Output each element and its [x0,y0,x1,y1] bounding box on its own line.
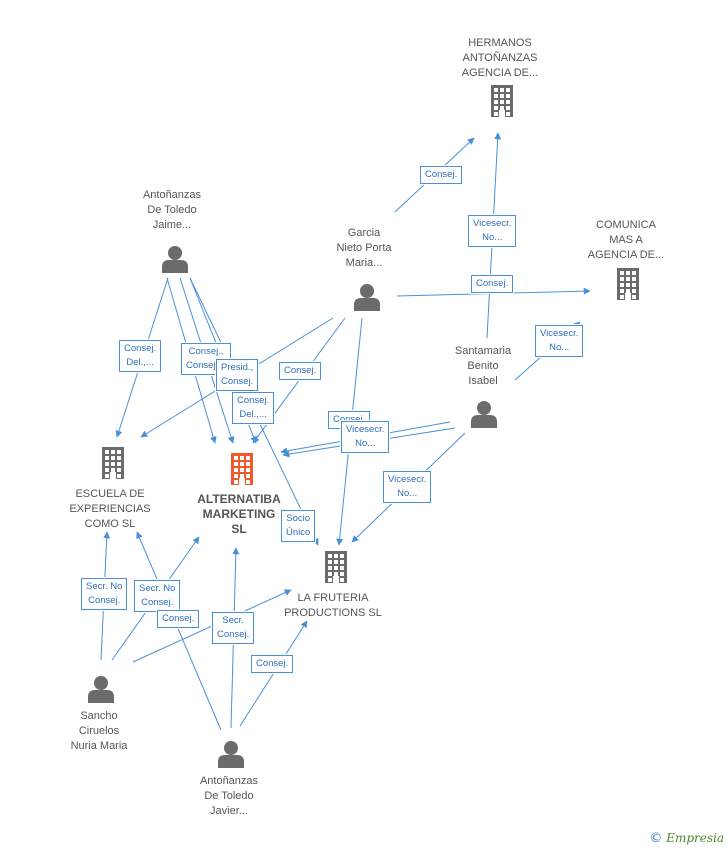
edge-label-santamaria-to-comunica[interactable]: Vicesecr. No... [535,325,584,357]
node-label: Antoñanzas De Toledo Jaime... [142,189,202,231]
edge-label-sancho-to-alternatiba[interactable]: Secr. No Consej. [134,580,181,612]
node-label: ESCUELA DE EXPERIENCIAS COMO SL [69,488,151,530]
jaime-person-icon[interactable] [162,246,188,273]
edge-label-javier-to-fruteria[interactable]: Consej. [251,655,294,673]
escuela-building-icon[interactable] [102,447,124,479]
node-label: LA FRUTERIA PRODUCTIONS SL [284,592,382,619]
edge-label-javier-to-escuela[interactable]: Secr. Consej. [212,612,255,644]
edge-label-santamaria-to-hermanos[interactable]: Vicesecr. No... [468,215,517,247]
node-escuela[interactable]: ESCUELA DE EXPERIENCIAS COMO SL [55,487,165,532]
fruteria-building-icon[interactable] [325,551,347,583]
hermanos-building-icon[interactable] [491,85,513,117]
edge-javier-to-fruteria [239,620,308,727]
node-sancho[interactable]: Sancho Ciruelos Nuria Maria [44,709,154,754]
empresia-credit: © Empresia [649,831,724,846]
node-label: Garcia Nieto Porta Maria... [336,227,392,269]
edge-label-santamaria-to-fruteria[interactable]: Vicesecr. No... [383,471,432,503]
javier-person-icon[interactable] [218,741,244,768]
edge-label-sancho-to-fruteria[interactable]: Consej. [157,610,200,628]
edge-label-jaime-to-fruteria[interactable]: Socio Único [281,510,316,542]
garcia-person-icon[interactable] [354,284,380,311]
node-label: HERMANOS ANTOÑANZAS AGENCIA DE... [461,37,539,79]
node-label: Sancho Ciruelos Nuria Maria [70,710,128,752]
edge-label-santamaria-to-alternatiba[interactable]: Vicesecr. No... [341,421,390,453]
sancho-person-icon[interactable] [88,676,114,703]
copyright-symbol: © [649,831,663,846]
node-garcia[interactable]: Garcia Nieto Porta Maria... [314,226,414,271]
edge-javier-to-escuela [136,531,222,731]
node-jaime[interactable]: Antoñanzas De Toledo Jaime... [122,188,222,233]
node-label: Antoñanzas De Toledo Javier... [199,775,259,817]
node-label: COMUNICA MAS A AGENCIA DE... [587,219,665,261]
santamaria-person-icon[interactable] [471,401,497,428]
brand-name: Empresia [666,831,724,845]
node-hermanos[interactable]: HERMANOS ANTOÑANZAS AGENCIA DE... [445,36,555,81]
comunica-building-icon[interactable] [617,268,639,300]
node-javier[interactable]: Antoñanzas De Toledo Javier... [179,774,279,819]
node-label: Santamaria Benito Isabel [454,345,512,387]
edge-label-garcia-to-comunica[interactable]: Consej. [471,275,514,293]
node-fruteria[interactable]: LA FRUTERIA PRODUCTIONS SL [273,591,393,621]
node-comunica[interactable]: COMUNICA MAS A AGENCIA DE... [576,218,676,263]
edge-label-jaime-to-alternatiba[interactable]: Consej. Del.,... [232,392,275,424]
edge-label-jaime-to-escuela[interactable]: Consej. Del.,... [119,340,162,372]
alternatiba-building-icon[interactable] [231,453,253,485]
edge-garcia-to-comunica [396,287,591,297]
edge-label-garcia-to-alternatiba[interactable]: Consej. [279,362,322,380]
node-santamaria[interactable]: Santamaria Benito Isabel [433,344,533,389]
edge-label-sancho-to-escuela[interactable]: Secr. No Consej. [81,578,128,610]
node-alternatiba[interactable]: ALTERNATIBA MARKETING SL [179,492,299,537]
node-label: ALTERNATIBA MARKETING SL [197,492,281,536]
edge-label-jaime-to-alternatiba[interactable]: Presid., Consej. [216,359,259,391]
edge-label-garcia-to-hermanos[interactable]: Consej. [420,166,463,184]
